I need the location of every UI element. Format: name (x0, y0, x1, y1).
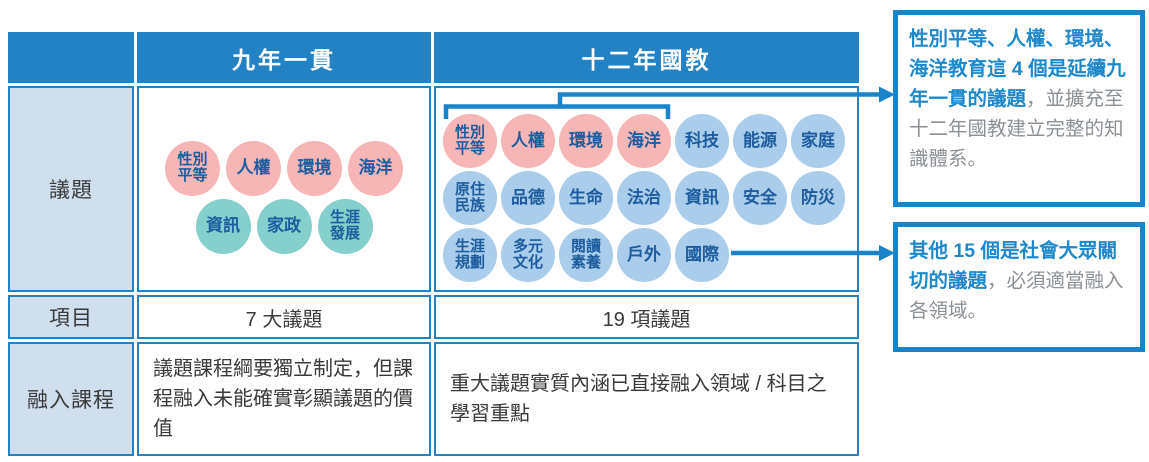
callout-highlight-text: 性別平等、人權、環境、海洋教育這 4 個是延續九年一貫的議題 (909, 28, 1126, 110)
bubble-row: 生涯規劃多元文化閱讀素養戶外國際 (443, 228, 729, 282)
callout-gray-text: ，必須適當融入各領域。 (909, 270, 1124, 322)
topic-bubble: 安全 (733, 171, 787, 225)
topic-bubble: 資訊 (195, 198, 251, 254)
topic-bubble: 人權 (226, 140, 281, 196)
topic-bubble: 家政 (256, 198, 312, 254)
topic-bubble: 國際 (675, 228, 729, 282)
integration-twelve-year-cell: 重大議題實質內涵已直接融入領域 / 科目之學習重點 (434, 342, 859, 456)
topic-bubble: 閱讀素養 (559, 228, 613, 282)
topic-bubble: 環境 (559, 114, 613, 168)
count-nine-year-cell: 7 大議題 (137, 295, 431, 339)
topics-twelve-year-cell: 性別平等人權環境海洋科技能源家庭原住民族品德生命法治資訊安全防災生涯規劃多元文化… (434, 86, 859, 292)
comparison-table: 九年一貫 十二年國教 議題 性別平等人權環境海洋資訊家政生涯發展 性別平等人權環… (8, 32, 859, 456)
topic-bubble: 人權 (501, 114, 555, 168)
topic-bubble: 科技 (675, 114, 729, 168)
topics-nine-year-cell: 性別平等人權環境海洋資訊家政生涯發展 (137, 86, 431, 292)
topic-bubble: 生命 (559, 171, 613, 225)
integration-nine-year-cell: 議題課程綱要獨立制定，但課程融入未能確實彰顯議題的價值 (137, 342, 431, 456)
header-twelve-year: 十二年國教 (434, 32, 859, 83)
callout-gray-text: ，並擴充至十二年國教建立完整的知識體系。 (909, 88, 1124, 170)
bubble-row: 原住民族品德生命法治資訊安全防災 (443, 171, 845, 225)
topic-bubble: 生涯發展 (317, 198, 373, 254)
topic-bubble: 原住民族 (443, 171, 497, 225)
topic-bubble: 環境 (287, 140, 342, 196)
topic-bubble: 戶外 (617, 228, 671, 282)
header-nine-year: 九年一貫 (137, 32, 431, 83)
topic-bubble: 生涯規劃 (443, 228, 497, 282)
topic-bubble: 資訊 (675, 171, 729, 225)
bubble-row: 性別平等人權環境海洋 (165, 140, 403, 196)
bubble-row: 資訊家政生涯發展 (195, 198, 373, 254)
topic-bubble: 品德 (501, 171, 555, 225)
topic-bubble: 海洋 (617, 114, 671, 168)
topic-bubble: 性別平等 (443, 114, 497, 168)
bubble-row: 性別平等人權環境海洋科技能源家庭 (443, 114, 845, 168)
topic-bubble: 多元文化 (501, 228, 555, 282)
topic-bubble: 性別平等 (165, 140, 220, 196)
callout-highlight-text: 其他 15 個是社會大眾關切的議題 (909, 240, 1118, 292)
topic-bubble: 法治 (617, 171, 671, 225)
row-label-topics: 議題 (8, 86, 134, 292)
topic-bubble: 防災 (791, 171, 845, 225)
topic-bubble: 海洋 (348, 140, 403, 196)
row-label-count: 項目 (8, 295, 134, 339)
topic-bubble: 能源 (733, 114, 787, 168)
topic-bubble: 家庭 (791, 114, 845, 168)
callout-continued-topics: 性別平等、人權、環境、海洋教育這 4 個是延續九年一貫的議題，並擴充至十二年國教… (893, 10, 1145, 207)
count-twelve-year-cell: 19 項議題 (434, 295, 859, 339)
corner-header-cell (8, 32, 134, 83)
callout-other-topics: 其他 15 個是社會大眾關切的議題，必須適當融入各領域。 (893, 222, 1145, 352)
row-label-integration: 融入課程 (8, 342, 134, 456)
